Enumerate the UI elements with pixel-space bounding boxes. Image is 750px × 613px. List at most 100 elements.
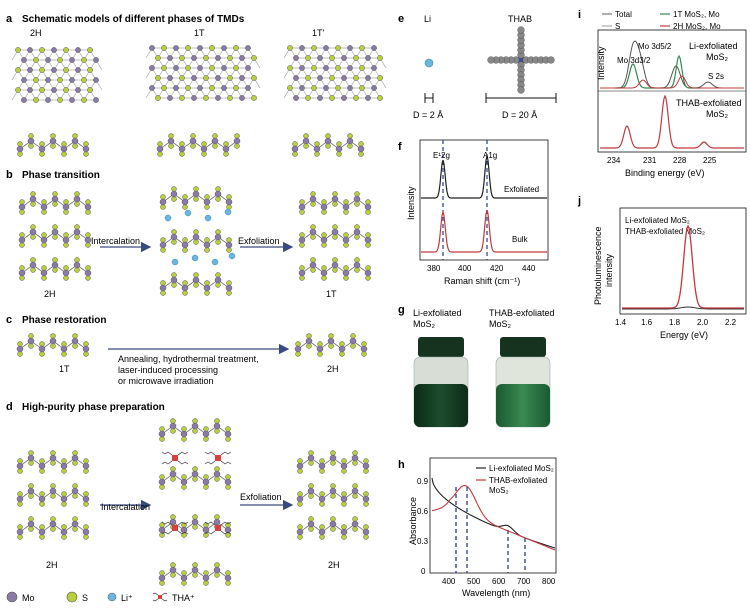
side-atom-mo — [200, 145, 208, 153]
xps-xtick-225: 225 — [703, 156, 717, 165]
absorbance-curve-thab — [431, 485, 556, 551]
side-atom-mo — [202, 574, 210, 582]
abs-ytick-03: 0.3 — [417, 537, 429, 546]
xps-xtick-228: 228 — [673, 156, 687, 165]
lattice-atom — [15, 67, 21, 73]
lattice-atom — [81, 77, 87, 83]
abs-legend-thab-1: THAB-exfoliated — [489, 476, 547, 485]
side-atom-mo — [170, 233, 178, 241]
lattice-atom — [251, 55, 257, 61]
side-atom-mo — [364, 236, 372, 244]
raman-xtick-440: 440 — [522, 264, 536, 273]
side-atom-mo — [331, 228, 339, 236]
side-atom-mo — [225, 241, 233, 249]
side-atom-mo — [340, 528, 348, 536]
lattice-atom — [299, 65, 305, 71]
side-atom-mo — [73, 228, 81, 236]
lattice-atom — [87, 47, 93, 53]
side-atom-mo — [169, 422, 177, 430]
lattice-1tprime-side-view — [291, 133, 365, 157]
vial-li-exfoliated — [413, 337, 469, 428]
layers-2h-exfoliated-stack — [296, 450, 370, 540]
absorbance-axes — [429, 457, 557, 574]
side-atom-mo — [73, 261, 81, 269]
vial-right-label-1: THAB-exfoliated — [489, 308, 555, 318]
side-atom-mo — [329, 487, 337, 495]
lattice-atom — [311, 45, 317, 51]
lattice-atom — [371, 45, 377, 51]
side-atom-mo — [340, 495, 348, 503]
lattice-atom — [239, 95, 245, 101]
side-atom-mo — [214, 190, 222, 198]
side-atom-mo — [329, 454, 337, 462]
side-atom-mo — [180, 430, 188, 438]
side-atom-mo — [71, 337, 79, 345]
thab-carbon — [547, 56, 555, 64]
xps-top-label-2: MoS₂ — [706, 52, 729, 62]
lattice-atom — [45, 57, 51, 63]
side-atom-mo — [158, 430, 166, 438]
side-atom-mo — [40, 236, 48, 244]
lattice-atom — [27, 87, 33, 93]
side-atom-mo — [307, 520, 315, 528]
side-atom-mo — [192, 276, 200, 284]
vial-left-label-1: Li-exfoliated — [413, 308, 462, 318]
side-atom-mo — [71, 520, 79, 528]
xps-legend-s: S — [615, 22, 620, 31]
side-atom-mo — [62, 203, 70, 211]
side-atom-mo — [73, 195, 81, 203]
side-atom-mo — [156, 145, 164, 153]
lattice-atom — [221, 45, 227, 51]
side-atom-mo — [51, 228, 59, 236]
lattice-atom — [87, 67, 93, 73]
abs-legend-li: Li-exfoliated MoS₂ — [489, 464, 554, 473]
side-atom-mo — [191, 518, 199, 526]
side-atom-mo — [38, 345, 46, 353]
side-atom-mo — [16, 145, 24, 153]
lattice-atom — [185, 65, 191, 71]
lattice-atom — [227, 95, 233, 101]
lattice-atom — [75, 67, 81, 73]
lattice-atom — [173, 65, 179, 71]
side-atom-mo — [233, 137, 241, 145]
arrow-exfoliation-d-label: Exfoliation — [240, 492, 282, 502]
pl-xtick-22: 2.2 — [725, 318, 737, 327]
lattice-atom — [155, 75, 161, 81]
side-atom-mo — [60, 145, 68, 153]
side-atom-mo — [82, 495, 90, 503]
lattice-atom — [341, 55, 347, 61]
lattice-atom — [149, 85, 155, 91]
lattice-atom — [161, 65, 167, 71]
side-atom-mo — [82, 528, 90, 536]
side-atom-mo — [213, 518, 221, 526]
atom-legend: Mo S Li⁺ THA⁺ — [6, 591, 195, 603]
side-atom-mo — [51, 261, 59, 269]
raman-curve-bulk — [421, 209, 547, 253]
side-atom-mo — [38, 462, 46, 470]
lattice-atom — [39, 47, 45, 53]
lattice-atom — [167, 55, 173, 61]
lattice-atom — [27, 67, 33, 73]
side-atom-mo — [353, 195, 361, 203]
lattice-atom — [347, 65, 353, 71]
lattice-atom — [299, 85, 305, 91]
lattice-atom — [233, 85, 239, 91]
lattice-atom — [191, 95, 197, 101]
lattice-atom — [21, 97, 27, 103]
side-atom-mo — [170, 276, 178, 284]
lattice-atom — [245, 45, 251, 51]
layers-2h-stack-d — [16, 450, 90, 540]
side-atom-mo — [291, 145, 299, 153]
lattice-atom — [245, 85, 251, 91]
lattice-atom — [209, 45, 215, 51]
lattice-atom — [293, 55, 299, 61]
side-atom-mo — [316, 345, 324, 353]
side-atom-mo — [203, 241, 211, 249]
lattice-2h-side-view — [16, 133, 90, 157]
side-atom-mo — [158, 478, 166, 486]
lattice-atom — [63, 47, 69, 53]
side-atom-mo — [29, 228, 37, 236]
li-scale-bar — [424, 93, 434, 103]
lattice-atom — [197, 45, 203, 51]
lattice-atom — [75, 87, 81, 93]
